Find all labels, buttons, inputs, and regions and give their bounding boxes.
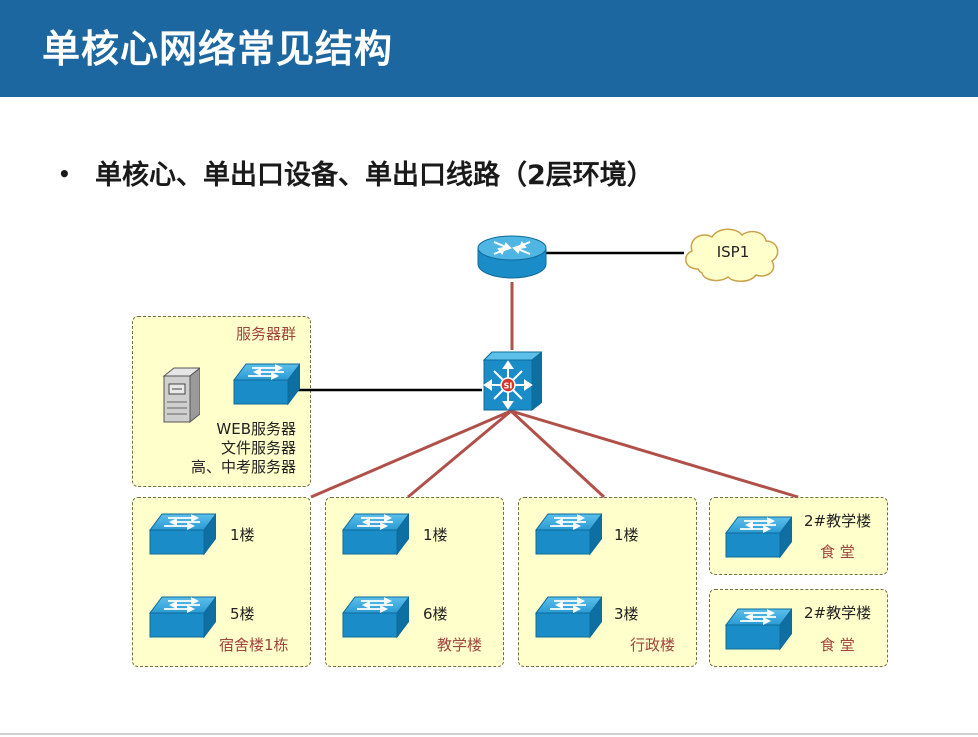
switch-icon bbox=[148, 512, 216, 556]
server-exam-label: 高、中考服务器 bbox=[190, 458, 296, 476]
server-group-title: 服务器群 bbox=[236, 325, 297, 343]
switch-icon bbox=[724, 515, 792, 559]
group-name-admin: 行政楼 bbox=[630, 636, 676, 654]
group-name-teaching: 教学楼 bbox=[437, 636, 483, 654]
server-switch-icon bbox=[232, 362, 300, 406]
footer-divider bbox=[0, 733, 978, 735]
floor-label: 6楼 bbox=[423, 605, 448, 623]
switch-icon bbox=[534, 512, 602, 556]
core-teaching-link bbox=[407, 409, 512, 499]
floor-label: 1楼 bbox=[423, 526, 448, 544]
core-admin-link bbox=[509, 409, 606, 499]
switch-icon bbox=[724, 607, 792, 651]
switch-icon bbox=[148, 595, 216, 639]
building-label: 2#教学楼 bbox=[804, 604, 872, 622]
server-web-label: WEB服务器 bbox=[216, 420, 296, 438]
page-title: 单核心网络常见结构 bbox=[42, 27, 394, 71]
building-label: 2#教学楼 bbox=[804, 512, 872, 530]
server-list: WEB服务器 文件服务器 高、中考服务器 bbox=[191, 420, 296, 477]
switch-icon bbox=[341, 512, 409, 556]
group-name-dorm: 宿舍楼1栋 bbox=[219, 636, 289, 654]
bullet-text: 单核心、单出口设备、单出口线路（2层环境） bbox=[95, 160, 654, 191]
server-icon bbox=[162, 366, 200, 424]
floor-label: 3楼 bbox=[614, 605, 639, 623]
title-bar: 单核心网络常见结构 bbox=[0, 0, 978, 97]
cloud-icon bbox=[685, 228, 779, 282]
floor-label: 1楼 bbox=[230, 526, 255, 544]
canteen-label: 食 堂 bbox=[820, 543, 855, 561]
core-right-link bbox=[510, 409, 799, 499]
switch-icon bbox=[341, 595, 409, 639]
bullet-dot: • bbox=[58, 162, 71, 186]
switch-icon bbox=[534, 595, 602, 639]
server-file-label: 文件服务器 bbox=[220, 439, 296, 457]
floor-label: 5楼 bbox=[230, 605, 255, 623]
floor-label: 1楼 bbox=[614, 526, 639, 544]
isp-label: ISP1 bbox=[716, 243, 750, 261]
canteen-label: 食 堂 bbox=[820, 636, 855, 654]
router-icon bbox=[476, 234, 548, 280]
core-dorm-link bbox=[310, 409, 512, 499]
core-switch-icon bbox=[482, 350, 542, 412]
